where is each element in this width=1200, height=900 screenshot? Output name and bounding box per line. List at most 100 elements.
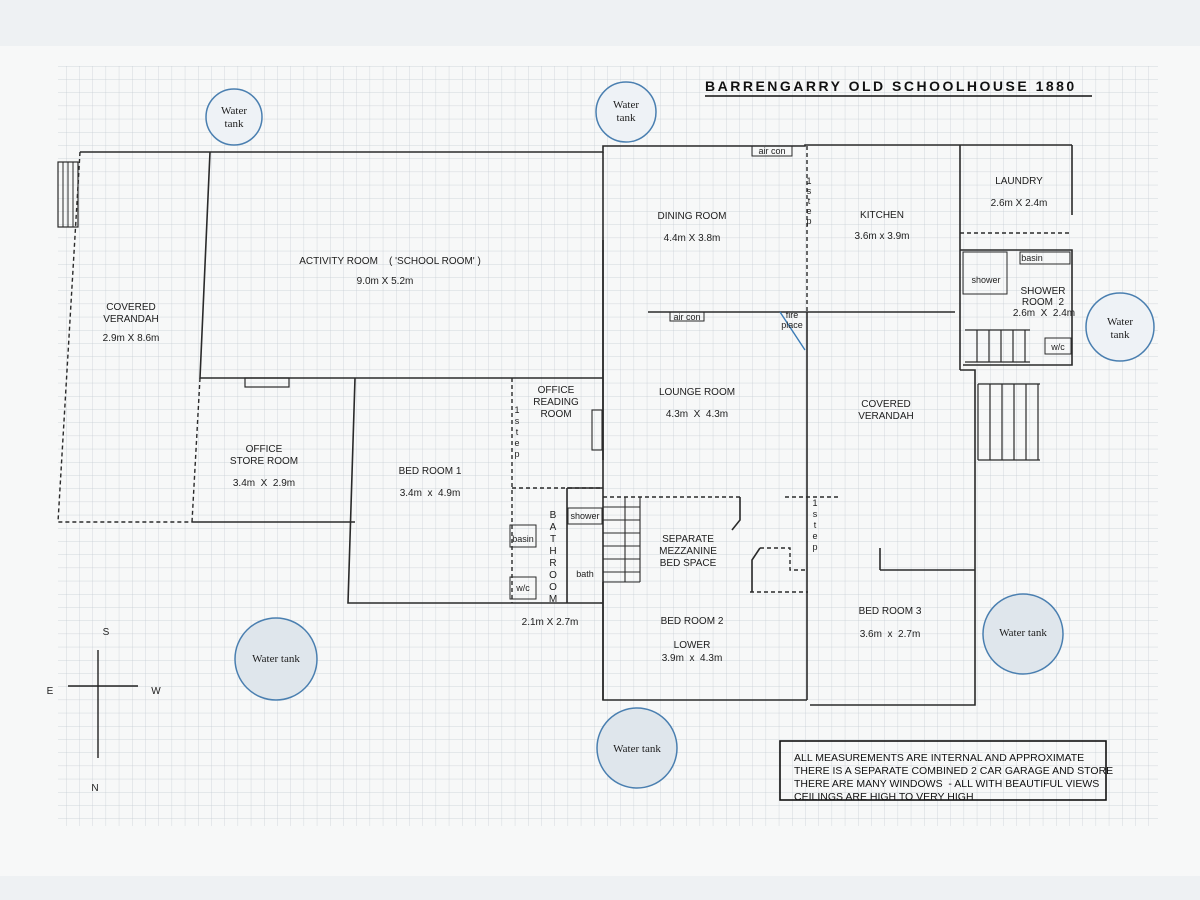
svg-text:Water: Water: [613, 99, 639, 111]
room-kitchen: KITCHEN 3.6m x 3.9m: [854, 210, 909, 242]
svg-text:p: p: [812, 542, 817, 552]
svg-text:w/c: w/c: [515, 583, 530, 593]
svg-text:Water: Water: [221, 105, 247, 117]
svg-text:OFFICE: OFFICE: [538, 385, 575, 396]
note-line: THERE IS A SEPARATE COMBINED 2 CAR GARAG…: [794, 765, 1113, 777]
svg-text:B: B: [550, 510, 557, 521]
room-activity-room: ACTIVITY ROOM ( 'SCHOOL ROOM' ) 9.0m X 5…: [299, 256, 481, 287]
room-covered-verandah-west: COVERED VERANDAH 2.9m X 8.6m: [103, 302, 160, 344]
svg-text:3.4m X 2.9m: 3.4m X 2.9m: [233, 478, 295, 489]
svg-text:LOUNGE ROOM: LOUNGE ROOM: [659, 387, 735, 398]
svg-text:A: A: [550, 522, 557, 533]
room-shower-room-2: basin shower SHOWER ROOM 2 2.6m X 2.4m w…: [971, 253, 1075, 352]
svg-text:VERANDAH: VERANDAH: [858, 411, 914, 422]
svg-text:w/c: w/c: [1050, 342, 1065, 352]
svg-text:1: 1: [812, 498, 817, 508]
compass-north: N: [91, 783, 98, 794]
svg-text:e: e: [806, 206, 811, 216]
room-bed-room-2: BED ROOM 2 LOWER 3.9m x 4.3m: [661, 616, 724, 664]
svg-text:READING: READING: [533, 397, 579, 408]
room-bed-room-1: BED ROOM 1 3.4m x 4.9m: [399, 466, 462, 499]
svg-text:3.9m x 4.3m: 3.9m x 4.3m: [662, 653, 723, 664]
svg-text:2.1m X 2.7m: 2.1m X 2.7m: [522, 617, 579, 628]
room-bed-room-3: BED ROOM 3 3.6m x 2.7m: [859, 606, 922, 640]
compass-west: W: [151, 686, 161, 697]
svg-text:basin: basin: [512, 534, 534, 544]
note-line: CEILINGS ARE HIGH TO VERY HIGH: [794, 791, 974, 803]
svg-text:Water: Water: [1107, 316, 1133, 328]
room-covered-verandah-east: COVERED VERANDAH: [858, 399, 914, 422]
svg-text:STORE ROOM: STORE ROOM: [230, 456, 298, 467]
svg-text:basin: basin: [1021, 253, 1043, 263]
svg-text:t: t: [814, 520, 817, 530]
svg-text:BED ROOM 1: BED ROOM 1: [399, 466, 462, 477]
svg-text:t: t: [516, 427, 519, 437]
svg-text:1: 1: [806, 176, 811, 186]
svg-text:e: e: [514, 438, 519, 448]
svg-text:2.6m X 2.4m: 2.6m X 2.4m: [991, 198, 1048, 209]
svg-text:SEPARATE: SEPARATE: [662, 534, 714, 545]
svg-text:s: s: [515, 416, 520, 426]
svg-text:tank: tank: [225, 118, 244, 130]
water-tank-southeast: Water tank: [982, 593, 1064, 675]
svg-text:ACTIVITY ROOM ( 'SCHOOL ROO: ACTIVITY ROOM ( 'SCHOOL ROOM' ): [299, 256, 481, 267]
svg-text:COVERED: COVERED: [106, 302, 155, 313]
svg-text:tank: tank: [617, 112, 636, 124]
svg-text:H: H: [549, 546, 556, 557]
svg-text:ROOM 2: ROOM 2: [1022, 297, 1065, 308]
walls: [57, 144, 1073, 706]
svg-text:3.6m x 3.9m: 3.6m x 3.9m: [854, 231, 909, 242]
water-tank-south: Water tank: [596, 707, 678, 789]
svg-text:3.4m x 4.9m: 3.4m x 4.9m: [400, 488, 461, 499]
note-line: THERE ARE MANY WINDOWS - ALL WITH BEAUTI…: [794, 778, 1099, 790]
svg-text:ROOM: ROOM: [540, 409, 571, 420]
water-tanks: Water tank Water tank Water tank Water t…: [205, 81, 1155, 789]
svg-text:3.6m x 2.7m: 3.6m x 2.7m: [860, 629, 921, 640]
svg-text:2.6m X 2.4m: 2.6m X 2.4m: [1013, 308, 1075, 319]
svg-text:1: 1: [514, 405, 519, 415]
water-tank-west: Water tank: [234, 617, 318, 701]
compass-east: E: [47, 686, 54, 697]
room-office-reading-room: OFFICE READING ROOM: [533, 385, 579, 420]
room-laundry: LAUNDRY 2.6m X 2.4m: [991, 176, 1048, 209]
svg-text:OFFICE: OFFICE: [246, 444, 283, 455]
svg-text:bath: bath: [576, 569, 594, 579]
room-bathroom: B A T H R O O M basin w/c shower bath 2.…: [512, 510, 599, 628]
svg-text:BED ROOM 3: BED ROOM 3: [859, 606, 922, 617]
step-labels: 1 s t e p 1 s t e p 1 s t e p: [514, 176, 817, 552]
svg-text:R: R: [549, 558, 556, 569]
svg-text:KITCHEN: KITCHEN: [860, 210, 904, 221]
svg-text:M: M: [549, 594, 557, 605]
room-labels: COVERED VERANDAH 2.9m X 8.6m ACTIVITY RO…: [103, 176, 1075, 664]
notes-box: ALL MEASUREMENTS ARE INTERNAL AND APPROX…: [779, 740, 1113, 803]
svg-text:LAUNDRY: LAUNDRY: [995, 176, 1043, 187]
grid: [58, 66, 1158, 826]
water-tank-north: Water tank: [595, 81, 657, 143]
svg-text:p: p: [806, 216, 811, 226]
svg-text:O: O: [549, 582, 557, 593]
air-con-label: air con: [758, 146, 785, 156]
svg-text:2.9m X 8.6m: 2.9m X 8.6m: [103, 333, 160, 344]
compass: S E W N: [47, 627, 162, 794]
svg-text:BED SPACE: BED SPACE: [660, 558, 717, 569]
fireplace-label: fire: [786, 310, 799, 320]
svg-text:COVERED: COVERED: [861, 399, 910, 410]
plan-title: BARRENGARRY OLD SCHOOLHOUSE 1880: [705, 78, 1077, 94]
step-label-reading-room: 1 s t e p: [514, 405, 519, 459]
note-line: ALL MEASUREMENTS ARE INTERNAL AND APPROX…: [794, 752, 1084, 764]
svg-text:SHOWER: SHOWER: [1021, 286, 1066, 297]
water-tank-northwest: Water tank: [205, 88, 263, 146]
svg-text:4.3m X 4.3m: 4.3m X 4.3m: [666, 409, 728, 420]
room-dining-room: DINING ROOM 4.4m X 3.8m: [658, 211, 727, 244]
svg-text:DINING ROOM: DINING ROOM: [658, 211, 727, 222]
svg-text:s: s: [807, 186, 812, 196]
svg-text:shower: shower: [971, 275, 1000, 285]
step-label-kitchen: 1 s t e p: [806, 176, 811, 226]
step-label-bed-room-3: 1 s t e p: [812, 498, 817, 552]
svg-text:p: p: [514, 449, 519, 459]
svg-text:t: t: [808, 196, 811, 206]
svg-text:s: s: [813, 509, 818, 519]
svg-text:MEZZANINE: MEZZANINE: [659, 546, 717, 557]
room-lounge-room: LOUNGE ROOM 4.3m X 4.3m: [659, 387, 735, 420]
